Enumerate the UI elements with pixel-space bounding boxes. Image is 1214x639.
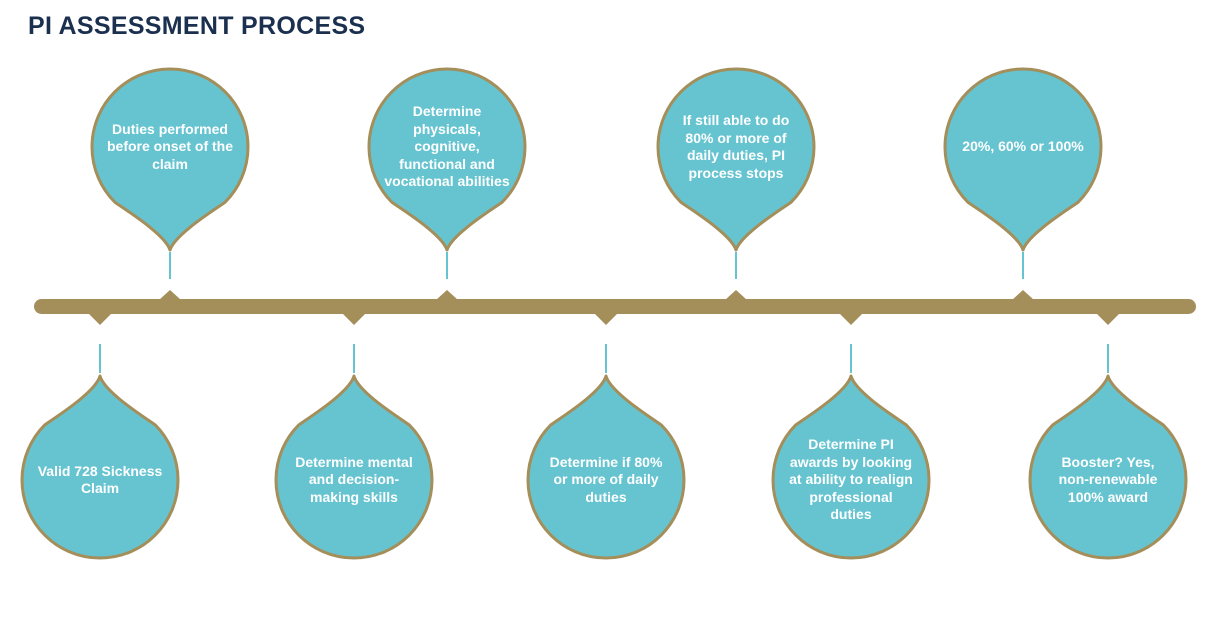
teardrop-bubble: [771, 374, 931, 560]
timeline-notch: [88, 313, 112, 325]
step-label-7: Determine PI awards by looking at abilit…: [789, 436, 913, 523]
step-label-1: Valid 728 Sickness Claim: [37, 462, 163, 497]
step-label-4: Determine physicals, cognitive, function…: [384, 103, 510, 190]
timeline-bar: [34, 299, 1196, 314]
teardrop-bubble: [20, 374, 180, 560]
process-step-7: [771, 313, 931, 560]
timeline-notch: [1012, 290, 1034, 300]
teardrop-bubble: [656, 67, 816, 252]
timeline-notch: [436, 290, 458, 300]
step-label-2: Duties performed before onset of the cla…: [107, 120, 234, 172]
step-label-6: If still able to do 80% or more of daily…: [682, 112, 790, 181]
process-step-2: [90, 67, 250, 300]
timeline-notch: [1096, 313, 1120, 325]
timeline-notch: [159, 290, 181, 300]
timeline-notch: [725, 290, 747, 300]
teardrop-bubble: [943, 67, 1103, 252]
teardrop-bubble: [1028, 374, 1188, 560]
timeline-notch: [839, 313, 863, 325]
teardrop-bubble: [526, 374, 686, 560]
timeline-notch: [594, 313, 618, 325]
process-step-3: [274, 313, 434, 560]
page-title: PI ASSESSMENT PROCESS: [28, 12, 366, 40]
process-step-1: [20, 313, 180, 560]
step-label-3: Determine mental and decision-making ski…: [295, 453, 413, 505]
process-step-6: [656, 67, 816, 300]
teardrop-bubble: [90, 67, 250, 252]
process-step-5: [526, 313, 686, 560]
timeline-notch: [342, 313, 366, 325]
step-label-9: Booster? Yes, non-renewable 100% award: [1058, 453, 1158, 505]
step-label-5: Determine if 80% or more of daily duties: [549, 453, 663, 505]
process-step-8: [943, 67, 1103, 300]
process-step-9: [1028, 313, 1188, 560]
teardrop-bubble: [367, 67, 527, 252]
step-label-8: 20%, 60% or 100%: [962, 138, 1084, 155]
teardrop-bubble: [274, 374, 434, 560]
process-step-4: [367, 67, 527, 300]
